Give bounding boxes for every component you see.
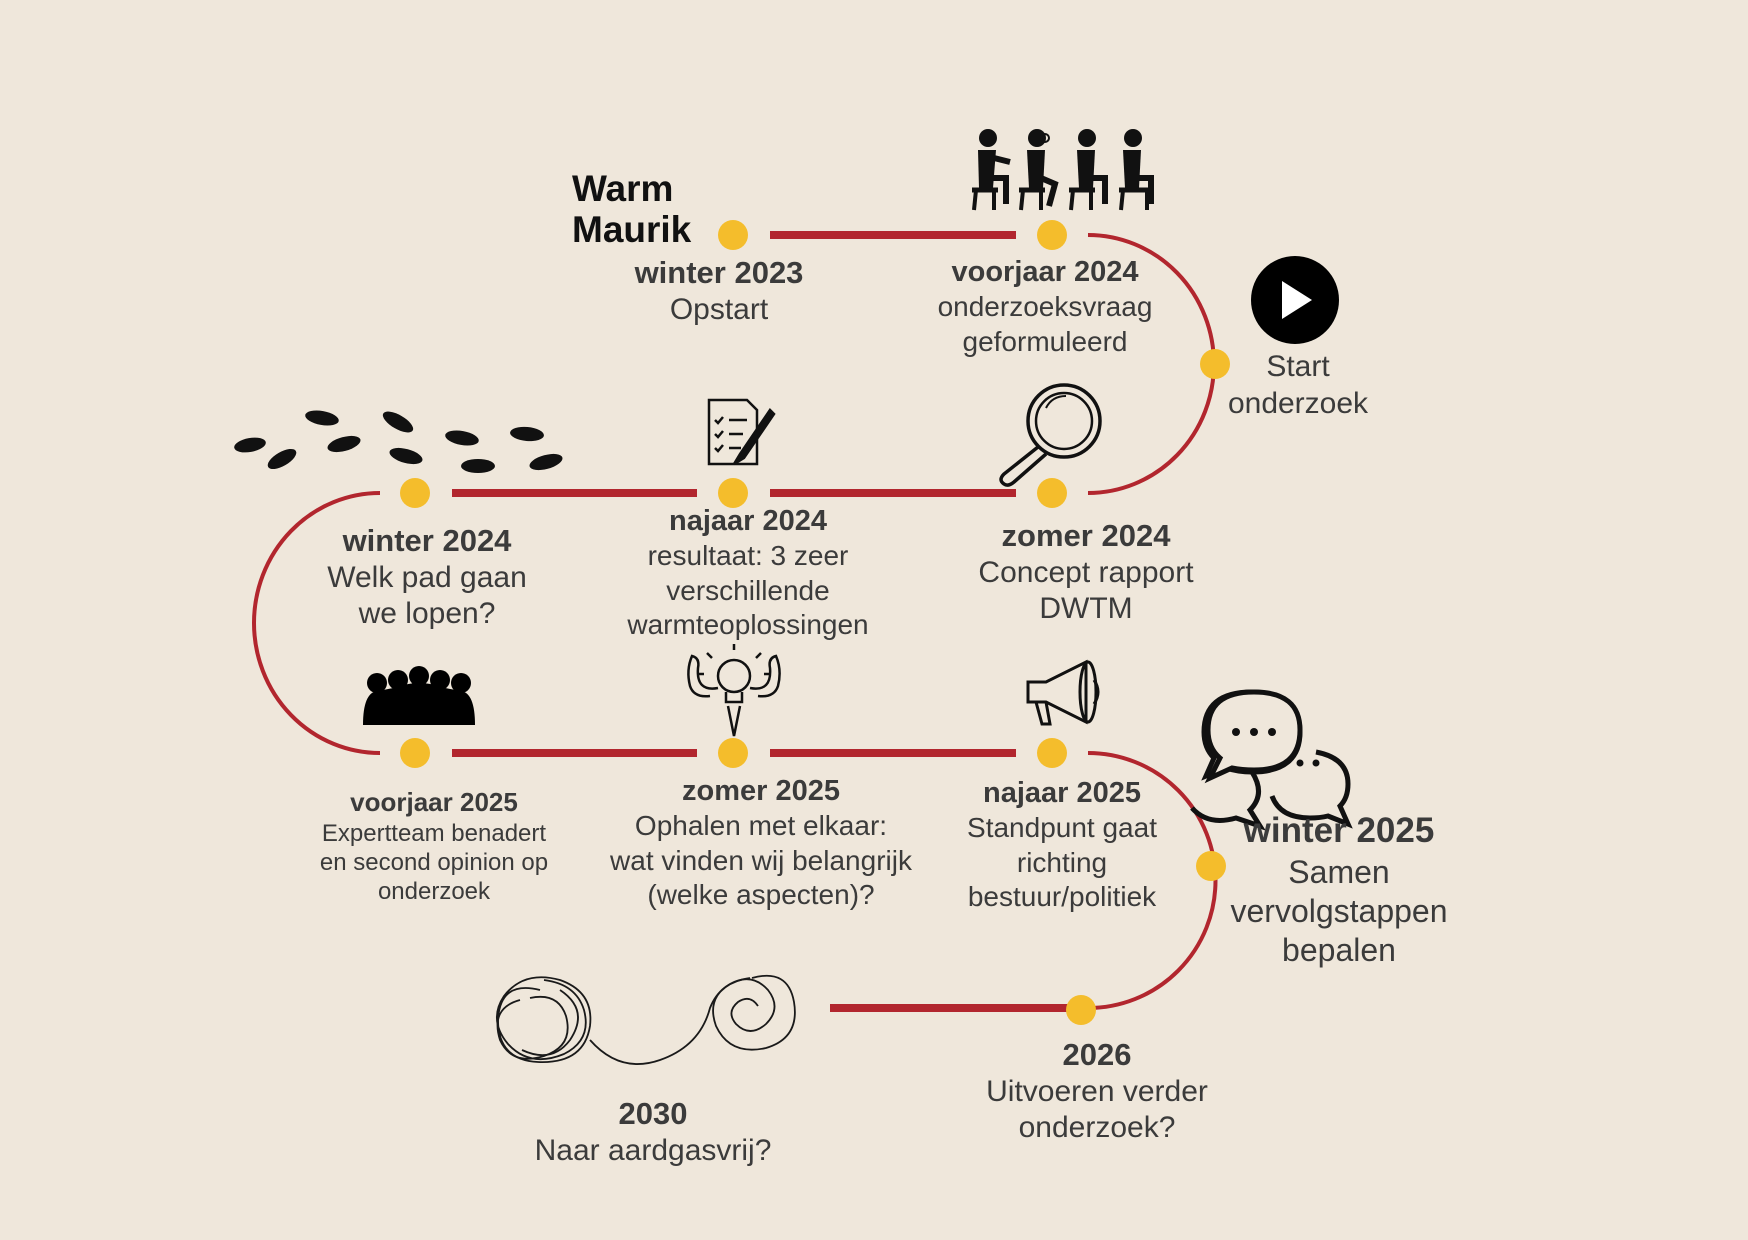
milestone-desc: bepalen [1282, 931, 1396, 968]
milestone-desc: resultaat: 3 zeer [647, 540, 849, 572]
milestone-dot [718, 478, 748, 508]
milestone-desc: (welke aspecten)? [647, 878, 875, 910]
milestone-desc: Standpunt gaat [967, 812, 1157, 844]
milestone-dot [1037, 220, 1067, 250]
milestone-when: winter 2024 [342, 523, 512, 558]
chat-dots [1232, 728, 1276, 736]
milestone-label-voorjaar-2024: voorjaar 2024 onderzoeksvraag geformulee… [938, 255, 1153, 359]
milestone-desc: onderzoek [377, 878, 491, 906]
milestone-dot [400, 478, 430, 508]
milestone-dot [1037, 738, 1067, 768]
milestone-desc: Start [1266, 350, 1330, 383]
milestone-dot [1037, 478, 1067, 508]
milestone-when: zomer 2024 [1001, 518, 1171, 553]
play-icon [1251, 256, 1339, 344]
milestone-desc: vervolgstappen [1230, 892, 1448, 929]
milestone-desc: richting [1016, 846, 1108, 878]
milestone-when: najaar 2024 [668, 505, 827, 537]
path-curve-left [252, 491, 381, 755]
milestone-desc: warmteoplossingen [627, 608, 869, 640]
milestone-label-najaar-2024: najaar 2024 resultaat: 3 zeer verschille… [627, 504, 868, 642]
milestone-desc: Opstart [669, 292, 769, 326]
milestone-desc: DWTM [1039, 592, 1133, 626]
milestone-desc: Naar aardgasvrij? [534, 1133, 772, 1167]
milestone-desc: Uitvoeren verder [986, 1074, 1208, 1108]
milestone-dot [1200, 349, 1230, 379]
milestone-dot [1066, 995, 1096, 1025]
milestone-desc: Ophalen met elkaar: [634, 810, 888, 842]
idea-icon [687, 644, 781, 737]
milestone-when: najaar 2025 [982, 777, 1142, 809]
milestone-label-zomer-2025: zomer 2025 Ophalen met elkaar: wat vinde… [610, 774, 912, 912]
milestone-when: 2030 [618, 1096, 688, 1131]
milestone-desc: Samen [1288, 853, 1390, 890]
path-curve-right-bottom [1087, 751, 1218, 1010]
milestone-desc: en second opinion op [319, 848, 549, 876]
milestone-label-winter-2023: winter 2023 Opstart [635, 254, 804, 328]
milestone-dot [718, 220, 748, 250]
chat-bubbles-outline [1204, 689, 1353, 829]
milestone-desc: onderzoeksvraag [937, 291, 1153, 323]
scribble-spiral-icon [496, 974, 796, 1065]
milestone-label-winter-2024: winter 2024 Welk pad gaan we lopen? [327, 522, 527, 633]
milestone-when: winter 2025 [1243, 811, 1435, 850]
milestone-label-start-onderzoek: Start onderzoek [1228, 349, 1368, 422]
timeline-path [252, 231, 1218, 1012]
milestone-when: winter 2023 [634, 255, 804, 290]
footsteps-icon [234, 410, 563, 473]
milestone-desc: Welk pad gaan [327, 560, 527, 594]
milestone-dot [400, 738, 430, 768]
milestone-label-2026: 2026 Uitvoeren verder onderzoek? [986, 1036, 1208, 1147]
milestone-desc: Concept rapport [978, 555, 1194, 589]
page-title: Warm Maurik [572, 168, 691, 251]
milestone-label-winter-2025: winter 2025 Samen vervolgstappen bepalen [1230, 810, 1447, 970]
milestone-desc: we lopen? [358, 597, 496, 631]
milestone-dot [1196, 851, 1226, 881]
milestone-desc: bestuur/politiek [967, 880, 1157, 912]
milestone-when: voorjaar 2025 [350, 787, 518, 817]
milestone-when: voorjaar 2024 [951, 256, 1139, 288]
milestone-desc: verschillende [666, 574, 830, 606]
title-line-2: Maurik [572, 209, 692, 251]
milestone-when: 2026 [1062, 1037, 1132, 1072]
group-icon [363, 666, 475, 725]
milestone-dot [718, 738, 748, 768]
milestone-label-najaar-2025: najaar 2025 Standpunt gaat richting best… [967, 776, 1157, 914]
title-line-1: Warm [572, 168, 674, 209]
milestone-desc: Expertteam benadert [321, 819, 547, 847]
checklist-icon [707, 398, 776, 466]
milestone-desc: onderzoek? [1018, 1111, 1176, 1145]
milestone-label-voorjaar-2025: voorjaar 2025 Expertteam benadert en sec… [320, 787, 548, 907]
milestone-desc: wat vinden wij belangrijk [610, 844, 912, 876]
milestone-desc: onderzoek [1227, 386, 1369, 420]
magnifier-icon [999, 383, 1102, 487]
milestone-label-zomer-2024: zomer 2024 Concept rapport DWTM [978, 517, 1193, 628]
milestone-dots [400, 220, 1230, 1025]
milestone-when: zomer 2025 [682, 775, 840, 807]
milestone-label-2030: 2030 Naar aardgasvrij? [535, 1095, 772, 1169]
milestone-desc: geformuleerd [962, 325, 1128, 357]
people-meeting-icon [972, 129, 1154, 211]
megaphone-icon [1026, 659, 1100, 726]
